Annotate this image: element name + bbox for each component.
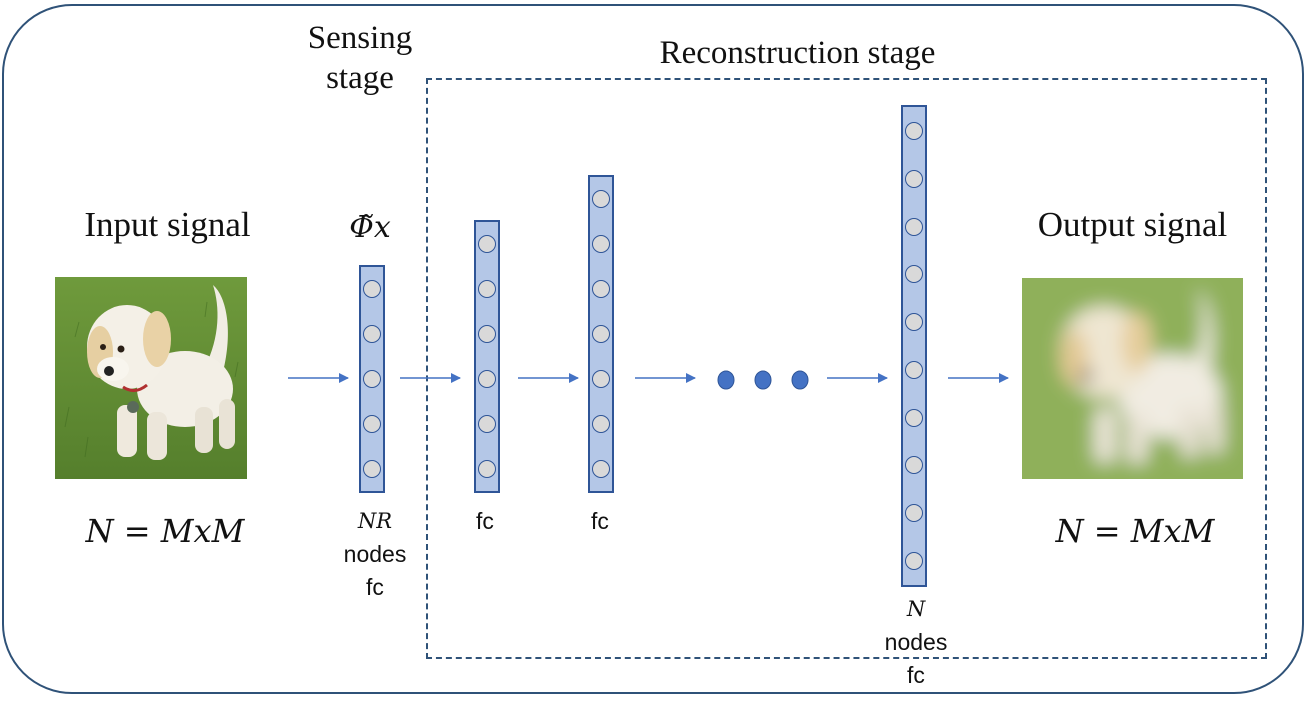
layer-node (905, 361, 923, 379)
ellipsis-dot (791, 370, 809, 390)
layer-node (592, 415, 610, 433)
sensing-layer (359, 265, 385, 493)
sensing-layer-label: NR nodes fc (325, 505, 425, 604)
layer-node (478, 460, 496, 478)
outer-frame (2, 4, 1304, 694)
output-signal-image (1022, 278, 1243, 479)
layer-node (478, 370, 496, 388)
layer-node (363, 415, 381, 433)
layer-node (905, 170, 923, 188)
output-signal-title: Output signal (1037, 205, 1228, 244)
layer-node (363, 280, 381, 298)
layer-node (592, 325, 610, 343)
layer-node (478, 325, 496, 343)
sensing-stage-title: Sensing stage (280, 18, 440, 98)
output-layer (901, 105, 927, 587)
output-layer-fc-text: fc (907, 662, 925, 688)
layer-node (592, 280, 610, 298)
output-layer-label: N nodes fc (866, 593, 966, 692)
output-layer-nodes-text: nodes (884, 629, 948, 655)
sensing-layer-fc-text: fc (366, 574, 384, 600)
reconstruction-stage-box (426, 78, 1267, 659)
layer-node (905, 265, 923, 283)
phi-x-label: Φ̃x (349, 210, 391, 245)
sensing-layer-size: NR (357, 509, 393, 533)
sensing-title-line1: Sensing (307, 20, 413, 56)
input-signal-title: Input signal (84, 205, 251, 244)
reconstruction-stage-title: Reconstruction stage (659, 35, 936, 71)
layer-node (478, 280, 496, 298)
layer-node (905, 456, 923, 474)
layer-node (905, 504, 923, 522)
layer-node (905, 218, 923, 236)
layer-node (592, 190, 610, 208)
layer-node (592, 370, 610, 388)
fc-layer-2 (588, 175, 614, 493)
layer-node (905, 313, 923, 331)
fc-layer-1 (474, 220, 500, 493)
layer-node (905, 409, 923, 427)
layer-node (905, 122, 923, 140)
layer-node (478, 415, 496, 433)
fc-layer-2-label: fc (591, 508, 609, 534)
input-size-formula: N = MxM (85, 512, 245, 550)
layer-node (363, 325, 381, 343)
ellipsis-dot (717, 370, 735, 390)
layer-node (363, 460, 381, 478)
layer-node (905, 552, 923, 570)
layer-node (592, 460, 610, 478)
ellipsis-dot (754, 370, 772, 390)
output-size-formula: N = MxM (1055, 512, 1215, 550)
output-layer-size: N (906, 597, 926, 621)
layer-node (592, 235, 610, 253)
layer-node (363, 370, 381, 388)
layer-node (478, 235, 496, 253)
input-signal-image (55, 277, 247, 479)
sensing-title-line2: stage (326, 60, 394, 96)
sensing-layer-nodes-text: nodes (343, 541, 407, 567)
fc-layer-1-label: fc (476, 508, 494, 534)
